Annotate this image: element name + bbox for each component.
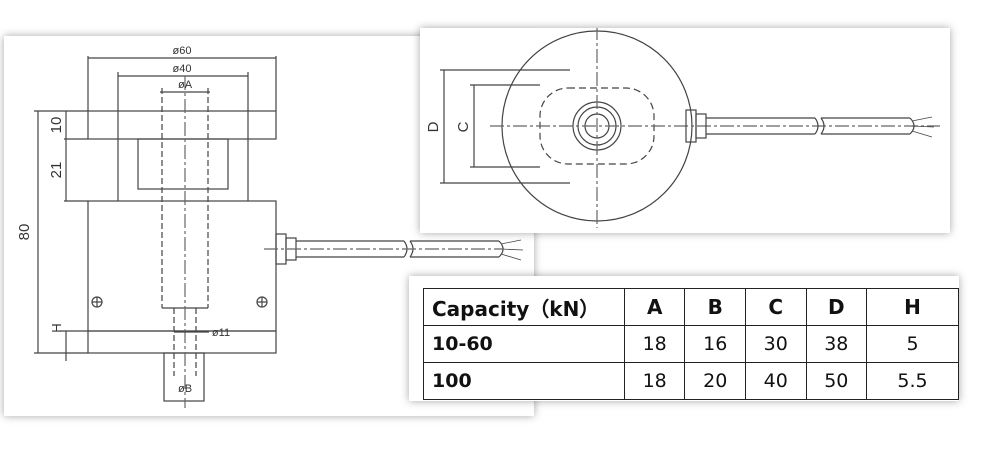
header-h: H [866,288,959,326]
cell-c: 40 [744,362,807,400]
cell-h: 5.5 [866,362,959,400]
cell-capacity: 100 [423,362,625,400]
cell-c: 30 [744,325,807,363]
table-row: 10-60 18 16 30 38 5 [423,325,959,363]
cell-a: 18 [623,362,686,400]
dim-c-label: C [455,121,472,132]
cell-d: 38 [805,325,868,363]
dim-outer-dia-label: ø60 [173,45,192,57]
cell-a: 18 [623,325,686,363]
dim-10-label: 10 [48,117,65,134]
dim-a-label: øA [178,79,193,91]
header-d: D [805,288,868,326]
dim-h-label: H [49,323,64,332]
header-a: A [623,288,686,326]
cell-h: 5 [866,325,959,363]
dim-d-label: D [425,121,442,132]
side-view-drawing: ø60 ø40 øA 10 21 80 H ø11 øB [16,45,524,408]
dim-11-label: ø11 [212,327,230,339]
cell-capacity: 10-60 [423,325,625,363]
header-b: B [684,288,746,326]
dim-inner-dia-label: ø40 [173,63,192,75]
dim-80-label: 80 [16,224,33,241]
cell-d: 50 [805,362,868,400]
header-capacity: Capacity（kN） [423,288,625,326]
dim-21-label: 21 [48,162,65,179]
spec-table: Capacity（kN） A B C D H 10-60 18 16 30 38… [423,288,959,400]
table-row: 100 18 20 40 50 5.5 [423,362,959,400]
cell-b: 16 [684,325,746,363]
top-view-drawing: D C [425,26,940,228]
spec-table-panel: Capacity（kN） A B C D H 10-60 18 16 30 38… [409,276,959,401]
dim-b-label: øB [178,383,192,395]
top-view-panel: D C [420,26,950,233]
header-c: C [744,288,807,326]
table-header-row: Capacity（kN） A B C D H [423,288,959,326]
cell-b: 20 [684,362,746,400]
